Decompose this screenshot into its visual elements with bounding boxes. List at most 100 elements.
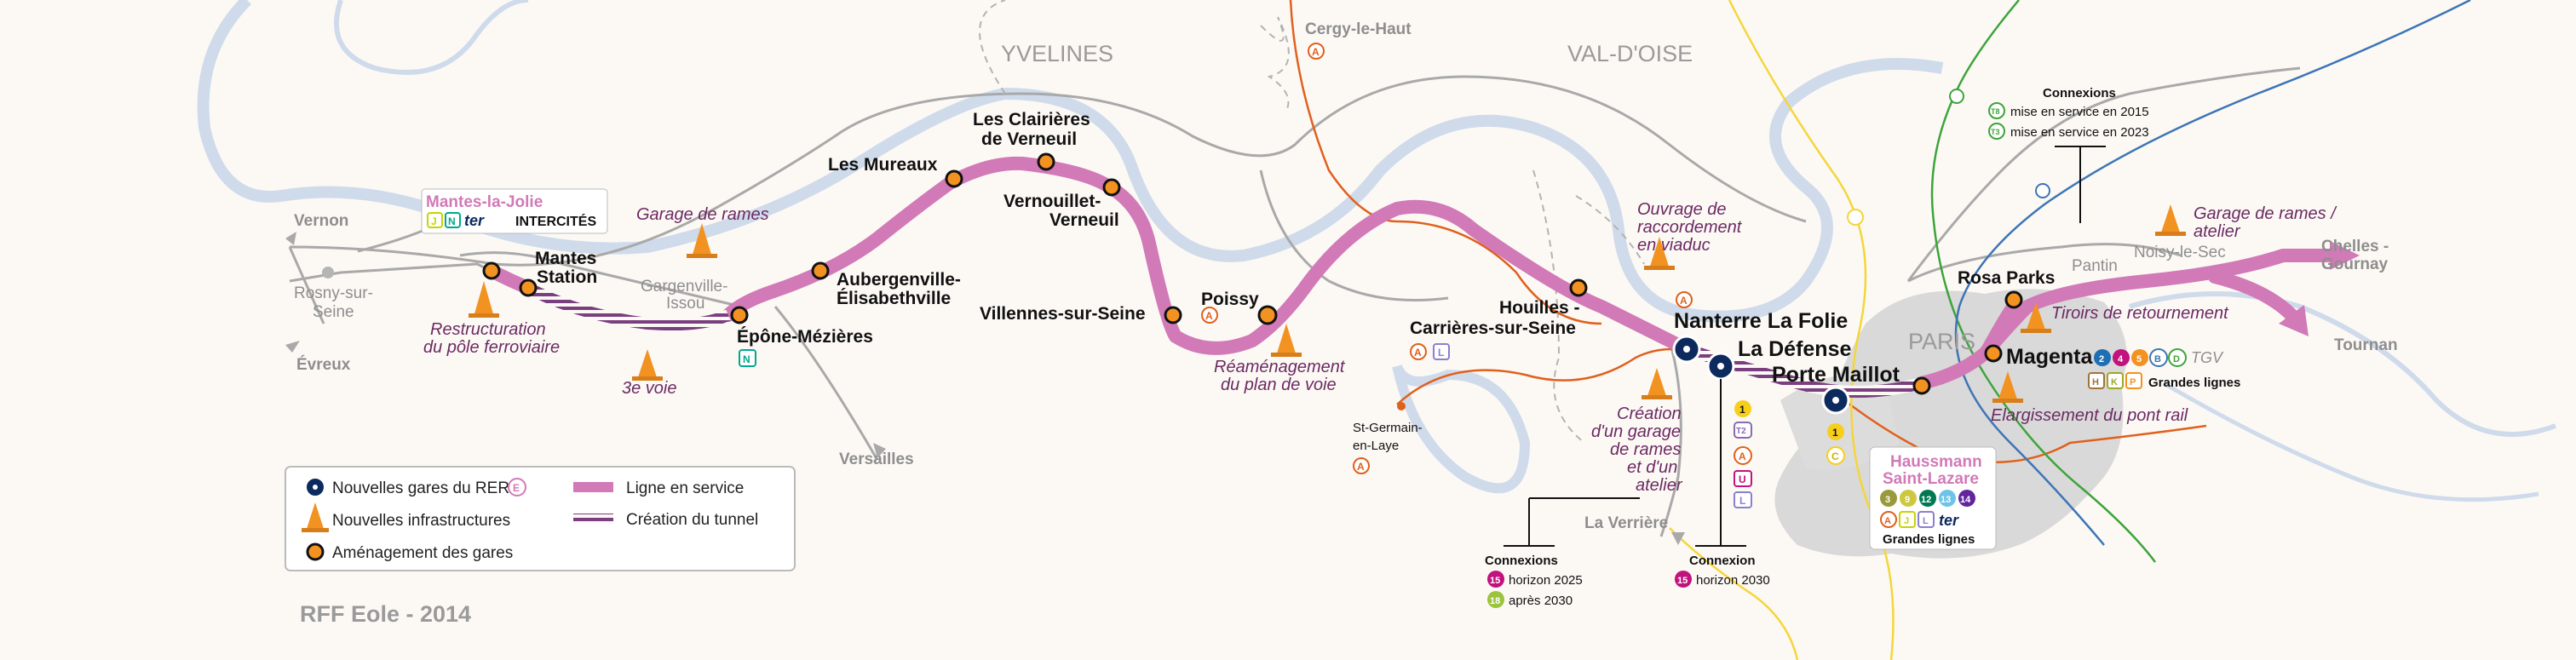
place-gargenville-2: Issou <box>666 295 704 313</box>
svg-text:13: 13 <box>1941 495 1951 505</box>
legend-box <box>285 466 796 571</box>
svg-text:D: D <box>2173 354 2180 364</box>
note-reamenagement: Réaménagement <box>1214 358 1346 376</box>
seine-river <box>197 0 1944 323</box>
svg-text:12: 12 <box>1921 495 1931 505</box>
place-chelles-2: Gournay <box>2321 255 2389 273</box>
badge-l-houilles-label: L <box>1438 347 1444 359</box>
arrow-versailles <box>873 443 886 458</box>
station-intercites: INTERCITÉS <box>515 213 596 229</box>
station-vernouillet: Vernouillet- <box>1003 192 1101 211</box>
svg-text:15: 15 <box>1490 576 1500 586</box>
cone-icon <box>1998 371 2018 402</box>
station-dot-mantes-la-jolie[interactable] <box>482 261 501 280</box>
station-porte-maillot: Porte Maillot <box>1772 363 1900 387</box>
badge-j-label: J <box>431 215 437 227</box>
station-dot-clairieres[interactable] <box>1037 152 1055 171</box>
svg-text:15: 15 <box>1677 576 1688 586</box>
svg-text:3: 3 <box>1885 495 1890 505</box>
line-c-yellow-2 <box>1669 527 1799 660</box>
badge-t8-line <box>1949 89 1964 104</box>
place-vernon: Vernon <box>294 212 348 230</box>
line-j-orange <box>1289 0 1602 325</box>
station-dot-poissy[interactable] <box>1257 305 1278 325</box>
badge-a-poissy <box>1201 307 1218 324</box>
note-creation-5: atelier <box>1636 476 1683 495</box>
station-dot-rosa-parks[interactable] <box>2004 290 2023 309</box>
cone-icon <box>692 223 712 257</box>
rer-e-branch-tournan <box>2208 270 2298 322</box>
badge-c-porte-maillot <box>1826 446 1845 465</box>
arrow-la-verriere <box>1671 532 1685 545</box>
station-new-porte-maillot-core <box>1832 397 1839 404</box>
place-rosny: Rosny-sur- <box>294 284 373 302</box>
place-st-germain: St-Germain- <box>1353 421 1423 435</box>
station-dot-vernouillet[interactable] <box>1102 178 1121 197</box>
place-gargenville: Gargenville- <box>641 278 727 296</box>
station-dot-mantes-station[interactable] <box>519 278 538 297</box>
badge-j <box>427 212 443 228</box>
station-villennes: Villennes-sur-Seine <box>980 304 1146 324</box>
station-new-nanterre-core <box>1683 346 1690 353</box>
legend-creation-tunnel: Création du tunnel <box>626 511 758 529</box>
badge-a-houilles <box>1410 343 1427 360</box>
cone-icon <box>637 349 658 380</box>
svg-text:L: L <box>1923 516 1929 526</box>
svg-text:J: J <box>1904 516 1909 526</box>
station-dot-les-mureaux[interactable] <box>945 169 963 188</box>
station-dot-houilles[interactable] <box>1569 278 1588 297</box>
svg-text:4: 4 <box>2118 354 2124 364</box>
badge-c-porte-maillot-label: C <box>1831 451 1839 462</box>
legend-station-dot-icon <box>306 542 325 561</box>
note-creation-4: et d'un <box>1627 458 1677 477</box>
station-dot-aubergenville[interactable] <box>811 261 830 280</box>
badge-a-st-germain-label: A <box>1357 461 1365 473</box>
station-dot-magenta[interactable] <box>1984 344 2003 363</box>
station-mantes: Mantes <box>535 249 596 268</box>
svg-text:1: 1 <box>1739 404 1745 416</box>
legend-ligne-service: Ligne en service <box>626 479 744 497</box>
note-creation-2: d'un garage <box>1591 422 1681 441</box>
badge-a-cergy-label: A <box>1312 46 1320 58</box>
connexions-bottom-2-15: horizon 2030 <box>1696 573 1770 588</box>
station-magenta-grandes-lignes: Grandes lignes <box>2148 376 2240 390</box>
note-garage-atelier: Garage de rames / <box>2194 204 2337 223</box>
station-houilles-2: Carrières-sur-Seine <box>1410 319 1576 338</box>
station-aubergenville-2: Élisabethville <box>837 289 951 308</box>
region-yvelines: YVELINES <box>1001 41 1113 66</box>
line-a-east <box>1822 382 2207 464</box>
line-c-yellow <box>1728 0 1895 660</box>
region-paris: PARIS <box>1908 329 1975 354</box>
tram-t8-green <box>1930 0 2156 563</box>
legend-new-station-core <box>313 485 318 490</box>
badge-n-epone-label: N <box>743 353 750 365</box>
station-la-defense: La Défense <box>1738 337 1851 361</box>
station-dot-haussmann[interactable] <box>1912 376 1931 395</box>
badge-1-porte-maillot-label: 1 <box>1832 427 1838 439</box>
connexions-top-t3: mise en service en 2023 <box>2010 125 2149 140</box>
station-les-mureaux: Les Mureaux <box>828 155 938 175</box>
station-dot-villennes[interactable] <box>1164 306 1182 324</box>
station-mantes-la-jolie: Mantes-la-Jolie <box>426 193 543 211</box>
note-ouvrage-3: en viaduc <box>1637 236 1711 255</box>
note-creation: Création <box>1617 405 1682 423</box>
legend-nouvelles-infra: Nouvelles infrastructures <box>332 512 510 530</box>
legend-cone-icon <box>306 502 325 531</box>
svg-text:B: B <box>2154 354 2161 364</box>
station-magenta: Magenta <box>2006 345 2094 369</box>
svg-text:A: A <box>1884 516 1891 526</box>
legend-nouvelles-gares: Nouvelles gares du RER <box>332 479 509 497</box>
badge-1-porte-maillot <box>1827 423 1844 440</box>
station-dot-epone[interactable] <box>730 306 749 324</box>
svg-text:T3: T3 <box>1991 128 2000 136</box>
connexions-bottom-1-18: après 2030 <box>1509 594 1573 608</box>
svg-text:K: K <box>2111 377 2118 387</box>
svg-text:ter: ter <box>1939 512 1959 529</box>
badge-a-ouvrage-label: A <box>1680 295 1688 307</box>
badge-c-line <box>1847 209 1864 226</box>
svg-text:14: 14 <box>1960 495 1971 505</box>
station-mantes-2: Station <box>537 267 597 287</box>
svg-text:5: 5 <box>2136 354 2142 364</box>
seine-river-5 <box>334 0 529 75</box>
credit: RFF Eole - 2014 <box>300 601 471 627</box>
